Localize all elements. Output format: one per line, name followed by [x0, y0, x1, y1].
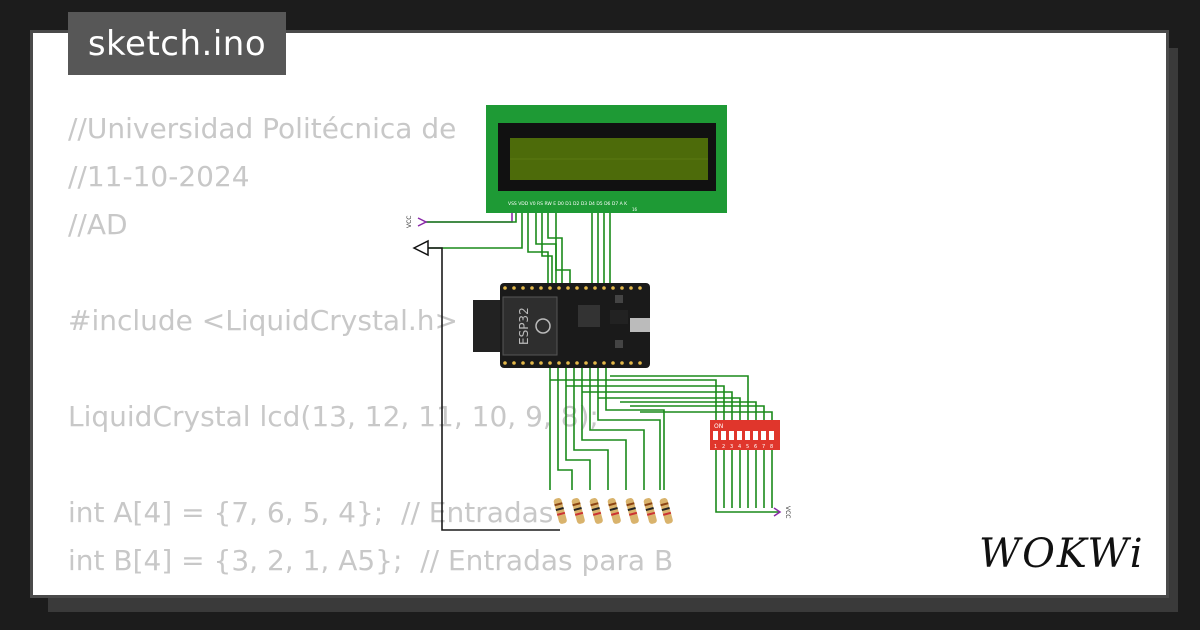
code-line: int A[4] = {7, 6, 5, 4}; // Entradas: [68, 496, 554, 529]
code-line: int B[4] = {3, 2, 1, A5}; // Entradas pa…: [68, 544, 674, 577]
vcc-symbol-bottom: VCC: [773, 506, 791, 518]
vcc-label-top: VCC: [406, 216, 413, 228]
usb-connector: [630, 318, 650, 332]
dip-number: 3: [730, 444, 733, 450]
lcd-pin-number: 16: [632, 207, 638, 212]
code-line: boolean: [68, 585, 673, 595]
vcc-label-bottom: VCC: [784, 506, 791, 518]
dip-number: 6: [754, 444, 757, 450]
dip-switch[interactable]: ON 1 2 3 4 5 6 7 8: [710, 420, 780, 450]
lcd-display[interactable]: VSS VDD V0 RS RW E D0 D1 D2 D3 D4 D5 D6 …: [486, 105, 727, 213]
esp32-label: ESP32: [517, 307, 531, 345]
code-line: LiquidCrystal lcd(13, 12, 11, 10, 9, 8);: [68, 400, 599, 433]
dip-number: 8: [770, 444, 773, 450]
ground-symbol: [412, 239, 429, 257]
file-tab[interactable]: sketch.ino: [68, 12, 286, 75]
dip-on-label: ON: [714, 423, 723, 430]
esp32-board[interactable]: ESP32: [473, 283, 650, 368]
dip-number: 1: [714, 444, 717, 450]
wires-lcd: [426, 213, 611, 531]
wires-inputs: [549, 368, 780, 513]
wokwi-logo: WOKWi: [979, 531, 1145, 577]
lcd-pin-labels: VSS VDD V0 RS RW E D0 D1 D2 D3 D4 D5 D6 …: [508, 201, 628, 207]
code-line: #include <LiquidCrystal.h>: [68, 304, 458, 337]
wokwi-logo-text: WOKWi: [979, 531, 1145, 577]
dip-number: 7: [762, 444, 765, 450]
code-editor: //Universidad Politécnica de //11-10-2024…: [68, 105, 673, 595]
code-line: //11-10-2024: [68, 160, 250, 193]
dip-number: 2: [722, 444, 725, 450]
dip-number: 4: [738, 444, 741, 450]
dip-number: 5: [746, 444, 749, 450]
code-line: //Universidad Politécnica de: [68, 112, 457, 145]
code-line: //AD: [68, 208, 128, 241]
vcc-symbol-top: VCC: [406, 216, 428, 228]
esp32-shield: [502, 296, 558, 356]
resistor-array: [553, 498, 673, 524]
